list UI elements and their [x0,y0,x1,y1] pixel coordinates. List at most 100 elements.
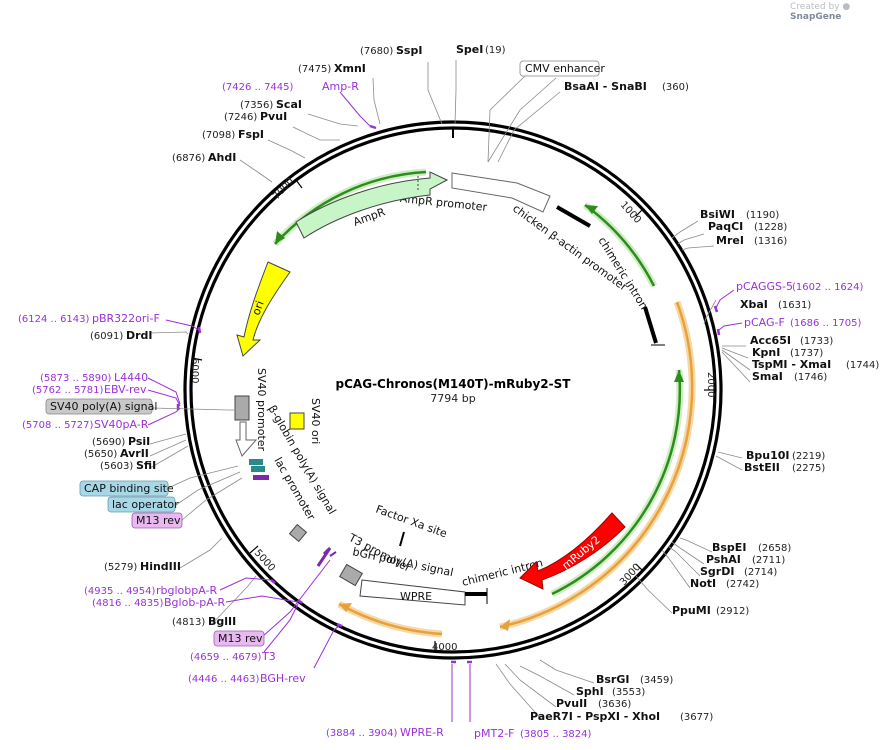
wpre-label: WPRE [400,590,432,603]
scale-ticks [191,179,714,651]
site-xbaI-name: XbaI [740,298,768,311]
site-pshAI-pos: (2711) [752,555,785,566]
site-notI-pos: (2742) [726,579,759,590]
site-speI-pos: (19) [485,45,506,56]
site-sgrDI-name: SgrDI [700,565,734,578]
primer-ampr-range: (7426 .. 7445) [222,82,294,93]
site-bsiWI-pos: (1190) [746,210,779,221]
site-kpnI-name: KpnI [752,346,780,359]
green-arc-top [274,170,427,245]
primer-bglob-name: Bglob-pA-R [164,596,226,609]
site-psiI-name: PsiI [128,435,150,448]
ori-label: ori [250,299,267,317]
site-pvuII-name: PvuII [556,697,587,710]
primer-leader-lines [147,91,743,722]
tick-label-2000: 2000 [705,372,716,397]
m13-rev-box-2 [213,630,265,647]
site-sfiI-pos: (5603) [100,461,133,472]
site-bsrGI-pos: (3459) [640,675,673,686]
site-bpu10I-pos: (2219) [792,451,825,462]
site-avrII-name: AvrII [120,447,149,460]
site-bstEII-pos: (2275) [792,463,825,474]
site-smaI-name: SmaI [752,370,783,383]
cmv-enhancer-box [519,60,600,77]
primer-ebv-name: EBV-rev [104,383,147,396]
site-ahdI-pos: (6876) [172,153,205,164]
site-paqCI-name: PaqCI [708,220,743,233]
site-psiI-pos: (5690) [92,437,125,448]
site-acc65I-name: Acc65I [750,334,791,347]
chicken-actin-marker [556,205,591,228]
site-bstEII-name: BstEII [744,461,780,474]
cap-site-marker [249,459,263,465]
site-tspMI-pos: (1744) [846,360,879,371]
site-fspI-name: FspI [238,128,264,141]
site-pshAI-name: PshAI [706,553,741,566]
cap-binding-box [79,480,169,497]
site-smaI-pos: (1746) [794,372,827,383]
plasmid-name: pCAG-Chronos(M140T)-mRuby2-ST [336,377,572,391]
primer-bgh-name: BGH-rev [260,672,306,685]
green-arc-right-head [585,205,598,214]
mruby2-feature [519,512,626,590]
site-mreI-name: MreI [716,234,744,247]
site-xhoI-pos: (3677) [680,712,713,723]
primer-sv40pa-name: SV40pA-R [94,418,149,431]
primer-pmt2-range: (3805 .. 3824) [520,729,592,740]
primer-wpre-range: (3884 .. 3904) [326,728,398,739]
snapgene-credit: Created by ● SnapGene [790,2,851,22]
site-mreI-pos: (1316) [754,236,787,247]
site-sphI-pos: (3553) [612,687,645,698]
site-bspEI-pos: (2658) [758,543,791,554]
primer-wpre-name: WPRE-R [400,726,444,739]
site-fspI-pos: (7098) [202,130,235,141]
site-sspI-pos: (7680) [360,46,393,57]
sv40-ori-box [289,412,305,430]
m13-rev-label-2: M13 rev [218,632,263,645]
plasmid-size: 7794 bp [430,392,475,405]
primer-marks [176,124,721,664]
restriction-sites: (19) SpeI (7680) SspI (7475) XmnI (7356)… [84,43,879,723]
ori-feature [236,261,291,357]
site-drdI-name: DrdI [126,329,153,342]
tick-label-6000: 6000 [189,358,200,383]
sv40-arrow-feature [235,421,258,457]
site-avrII-pos: (5650) [84,449,117,460]
primer-l4440-name: L4440 [114,371,148,384]
site-bpu10I-name: Bpu10I [746,449,790,462]
primer-t3-range: (4659 .. 4679) [190,652,262,663]
site-scaI-pos: (7356) [240,100,273,111]
site-acc65I-pos: (1733) [800,336,833,347]
bgh-box [339,563,363,587]
site-tspMI-name: TspMI - XmaI [752,358,831,371]
sv40-polya-label: SV40 poly(A) signal [50,400,157,413]
sv40-polya-box [45,398,153,415]
green-arc-top-head [275,231,285,244]
site-xmnI-pos: (7475) [298,64,331,75]
site-ppuMI-name: PpuMI [672,604,711,617]
primer-pcagf-name: pCAG-F [744,316,785,329]
site-pvuI-pos: (7246) [224,112,257,123]
primer-pcaggs-name: pCAGGS-5 [736,280,793,293]
site-notI-name: NotI [690,577,716,590]
site-bglII-name: BglII [208,615,236,628]
site-hindIII-pos: (5279) [104,562,137,573]
boxed-labels: CMV enhancer SV40 poly(A) signal CAP bin… [45,60,605,647]
site-pvuI-name: PvuI [260,110,287,123]
ampr-feature [295,171,449,239]
bgh-label: bGH poly(A) signal [351,545,454,579]
snapgene-logo-icon: ● [842,2,851,12]
site-ahdI-name: AhdI [208,151,236,164]
site-paqCI-pos: (1228) [754,222,787,233]
orange-arc-right [499,301,694,629]
site-sspI-name: SspI [396,44,422,57]
site-bglII-pos: (4813) [172,617,205,628]
site-kpnI-pos: (1737) [790,348,823,359]
primer-bgh-range: (4446 .. 4463) [188,674,260,685]
site-sphI-name: SphI [576,685,604,698]
cmv-enhancer-label: CMV enhancer [525,62,605,75]
site-xbaI-pos: (1631) [778,300,811,311]
site-bsaAI-pos: (360) [662,82,689,93]
intron-end-marker [643,306,658,344]
site-bsaAI-name: BsaAI - SnaBI [564,80,647,93]
